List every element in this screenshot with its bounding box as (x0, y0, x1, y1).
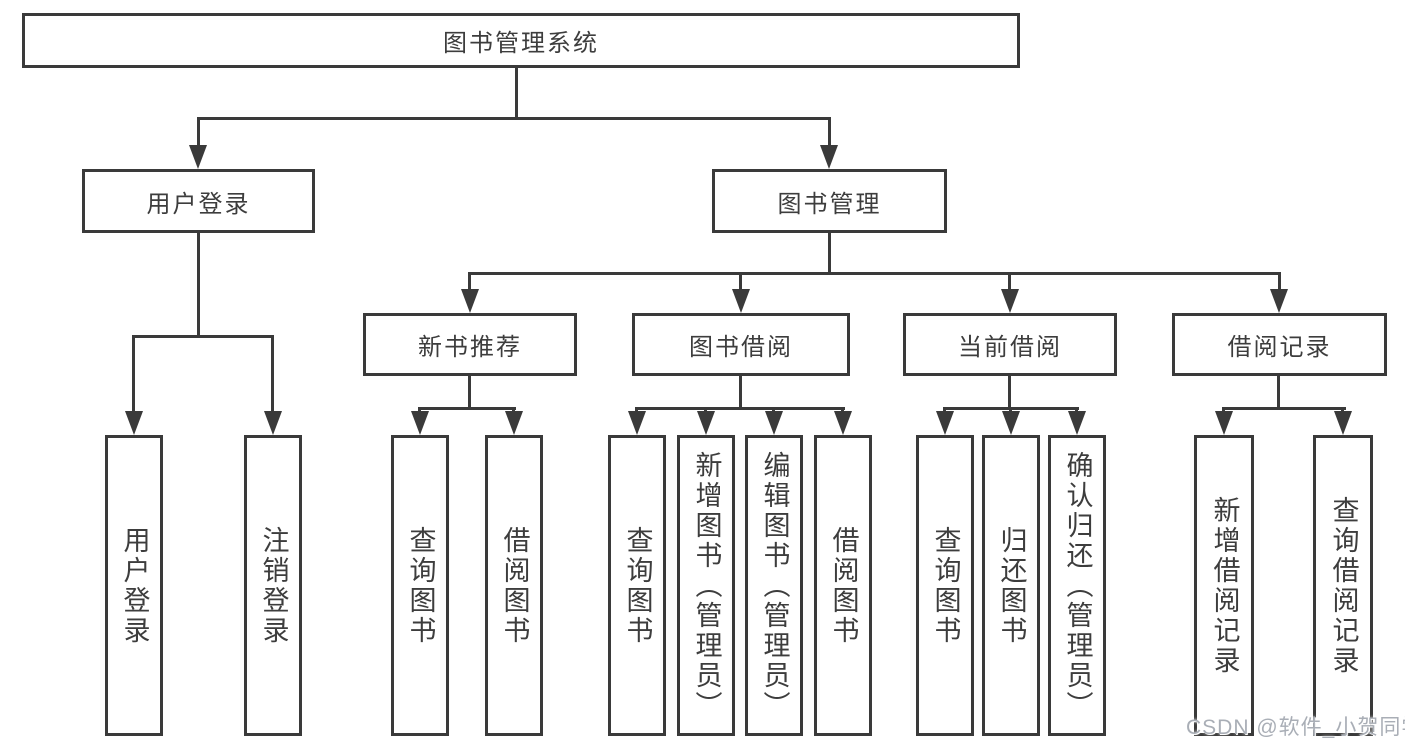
connector-line (1008, 376, 1011, 408)
connector-arrow (1215, 411, 1233, 435)
node-new-book-recommend-label: 新书推荐 (418, 334, 522, 361)
leaf-logout-label: 注销登录 (258, 525, 289, 646)
connector-arrow (765, 411, 783, 435)
node-library-system: 图书管理系统 (22, 13, 1020, 68)
connector-arrow (834, 411, 852, 435)
leaf-borrow-books-label: 借阅图书 (828, 525, 859, 646)
leaf-edit-books-admin-label: 编辑图书（管理员） (759, 450, 790, 721)
leaf-query-books-current: 查询图书 (916, 435, 974, 736)
connector-arrow (1334, 411, 1352, 435)
leaf-user-login-label: 用户登录 (119, 525, 150, 646)
connector-arrow (264, 411, 282, 435)
connector-arrow (1068, 411, 1086, 435)
node-book-borrow-label: 图书借阅 (689, 334, 793, 361)
connector-line (515, 68, 518, 117)
leaf-borrow-books-recommend: 借阅图书 (485, 435, 543, 736)
leaf-query-borrow-record: 查询借阅记录 (1313, 435, 1373, 736)
leaf-confirm-return-admin-label: 确认归还（管理员） (1062, 450, 1093, 721)
connector-line (197, 233, 200, 336)
leaf-query-books-current-label: 查询图书 (930, 525, 961, 646)
leaf-add-books-admin: 新增图书（管理员） (677, 435, 735, 736)
connector-arrow (125, 411, 143, 435)
connector-arrow (461, 289, 479, 313)
leaf-return-books-label: 归还图书 (996, 525, 1027, 646)
leaf-user-login: 用户登录 (105, 435, 163, 736)
connector-arrow (732, 289, 750, 313)
leaf-confirm-return-admin: 确认归还（管理员） (1048, 435, 1106, 736)
connector-arrow (411, 411, 429, 435)
leaf-add-books-admin-label: 新增图书（管理员） (691, 450, 722, 721)
node-book-management-label: 图书管理 (777, 190, 882, 218)
connector-arrow (820, 145, 838, 169)
node-user-login-label: 用户登录 (146, 190, 251, 218)
connector-line (635, 407, 845, 410)
connector-line (1222, 407, 1346, 410)
node-new-book-recommend: 新书推荐 (363, 313, 577, 376)
leaf-query-borrow-record-label: 查询借阅记录 (1328, 495, 1359, 676)
watermark: CSDN @软件_小贺同学 (1186, 716, 1405, 739)
node-current-borrow-label: 当前借阅 (958, 334, 1062, 361)
connector-line (828, 117, 831, 147)
connector-line (1277, 376, 1280, 408)
leaf-borrow-books: 借阅图书 (814, 435, 872, 736)
leaf-return-books: 归还图书 (982, 435, 1040, 736)
connector-line (828, 233, 831, 274)
connector-line (271, 335, 274, 413)
connector-line (418, 407, 516, 410)
leaf-query-books-recommend-label: 查询图书 (405, 525, 436, 646)
leaf-borrow-books-recommend-label: 借阅图书 (499, 525, 530, 646)
node-book-borrow: 图书借阅 (632, 313, 850, 376)
connector-line (468, 272, 1281, 275)
connector-line (739, 272, 742, 292)
connector-arrow (1002, 411, 1020, 435)
leaf-query-books-borrow-label: 查询图书 (622, 525, 653, 646)
connector-line (197, 117, 200, 147)
leaf-edit-books-admin: 编辑图书（管理员） (745, 435, 803, 736)
connector-line (468, 272, 471, 292)
node-borrow-records: 借阅记录 (1172, 313, 1387, 376)
connector-arrow (1001, 289, 1019, 313)
leaf-query-books-recommend: 查询图书 (391, 435, 449, 736)
leaf-add-borrow-record-label: 新增借阅记录 (1209, 495, 1240, 676)
node-library-system-label: 图书管理系统 (443, 30, 599, 57)
connector-arrow (628, 411, 646, 435)
node-current-borrow: 当前借阅 (903, 313, 1117, 376)
connector-arrow (1270, 289, 1288, 313)
connector-line (197, 117, 831, 120)
leaf-logout: 注销登录 (244, 435, 302, 736)
node-borrow-records-label: 借阅记录 (1227, 334, 1332, 361)
connector-arrow (936, 411, 954, 435)
node-user-login: 用户登录 (82, 169, 315, 233)
connector-line (132, 335, 135, 413)
node-book-management: 图书管理 (712, 169, 947, 233)
connector-line (739, 376, 742, 408)
connector-arrow (697, 411, 715, 435)
connector-line (468, 376, 471, 408)
connector-line (132, 335, 274, 338)
leaf-query-books-borrow: 查询图书 (608, 435, 666, 736)
connector-arrow (505, 411, 523, 435)
leaf-add-borrow-record: 新增借阅记录 (1194, 435, 1254, 736)
connector-arrow (189, 145, 207, 169)
connector-line (1008, 272, 1011, 292)
connector-line (1278, 272, 1281, 292)
